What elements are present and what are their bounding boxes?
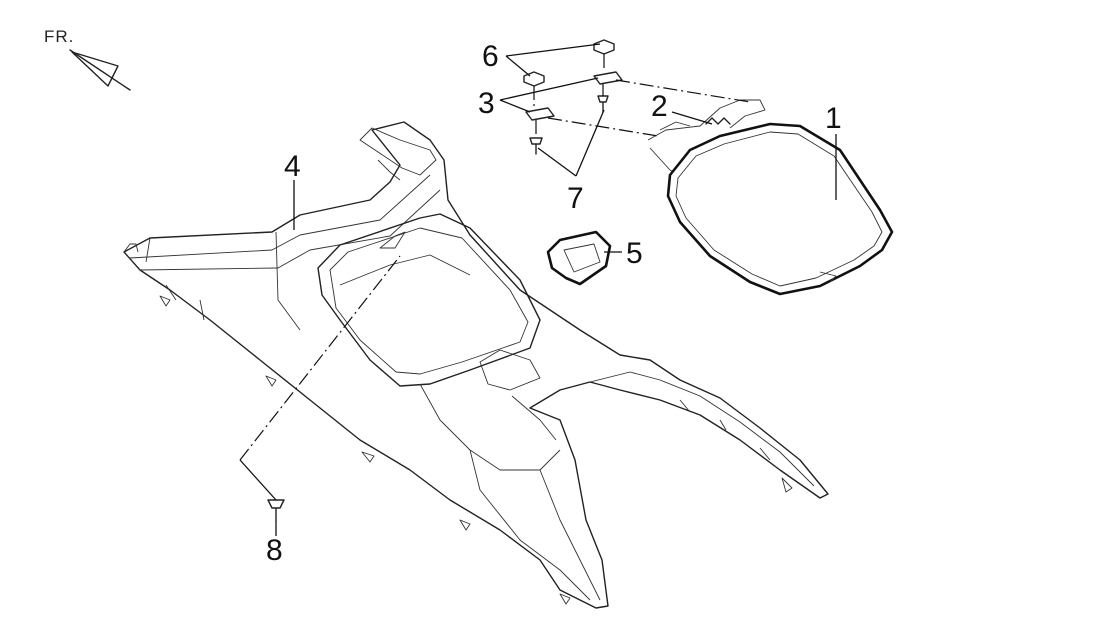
cover-right-arm-edge: [589, 371, 815, 487]
storage-opening-rim: [317, 213, 541, 387]
leader-3: [499, 77, 599, 113]
hook-face: [563, 243, 601, 273]
front-arrow-head: [71, 51, 119, 87]
lid-panel: [666, 122, 894, 296]
front-label: FR.: [44, 27, 74, 46]
callout-6: 6: [482, 40, 499, 73]
leader-lines: [275, 43, 837, 536]
cover-left-details: [145, 237, 205, 321]
front-arrow-shaft: [69, 49, 131, 91]
screw-part-8: [267, 499, 285, 521]
leader-7: [537, 109, 605, 177]
spring-seat: [659, 121, 691, 131]
storage-lid-part-1: [647, 99, 894, 296]
cover-fold-line: [511, 395, 557, 441]
cover-lower-recess: [479, 349, 541, 391]
cover-lower-contour: [469, 449, 591, 601]
fastener-washer-upper-part-3: [593, 71, 623, 85]
nut-lower-body: [523, 71, 545, 87]
screw-upper-body: [597, 95, 609, 113]
callout-8: 8: [266, 534, 283, 567]
washer-upper-body: [593, 71, 623, 85]
callout-1: 1: [825, 102, 842, 135]
fastener-nut-lower-part-6: [523, 71, 545, 87]
callout-4: 4: [284, 150, 301, 183]
cover-right-tab: [781, 477, 793, 493]
storage-opening-inner: [329, 227, 529, 375]
callout-5: 5: [626, 237, 643, 270]
screw-lower-body: [529, 137, 543, 155]
callout-numbers: 1 2 3 4 5 6 7 8: [266, 40, 842, 567]
screw-8-drop-line: [239, 459, 277, 501]
front-direction-indicator: FR.: [44, 27, 131, 91]
assembly-center-lines: [239, 54, 751, 501]
lid-panel-inner-edge: [675, 131, 883, 287]
storage-clip: [379, 231, 406, 249]
fastener-washer-lower-part-3: [525, 107, 555, 121]
cover-outline: [123, 121, 829, 609]
cover-tab-rib: [377, 159, 401, 181]
callout-2: 2: [651, 90, 668, 123]
cover-right-contour: [539, 469, 601, 601]
cover-upper-ridge-2: [139, 189, 441, 271]
cover-mounting-tabs: [159, 295, 571, 605]
bag-hook-part-5: [546, 230, 612, 286]
centerline-fastener-stacks: [533, 54, 605, 138]
callout-3: 3: [478, 87, 495, 120]
cover-upper-ridge: [129, 174, 431, 259]
storage-inner-lip: [339, 254, 471, 286]
leader-2: [671, 111, 713, 125]
cover-center-contour: [419, 383, 561, 471]
spring-part-2: [659, 117, 731, 131]
center-cover-part-4: [123, 121, 829, 609]
cover-left-knob: [123, 243, 139, 253]
washer-lower-body: [525, 107, 555, 121]
cover-right-arm-ribs: [679, 399, 771, 461]
cover-top-tab: [359, 127, 437, 176]
hook-body: [546, 230, 612, 286]
fastener-nut-upper-part-6: [593, 39, 615, 55]
callout-7: 7: [567, 182, 584, 215]
lid-latch-tab: [819, 271, 837, 283]
cover-left-crease: [275, 231, 301, 331]
fastener-screw-lower-part-7: [529, 137, 543, 155]
fastener-screw-upper-part-7: [597, 95, 609, 113]
leader-6: [505, 43, 601, 77]
centerline-screw-8: [239, 255, 401, 461]
spring-coil: [705, 117, 731, 125]
centerline-upper-washer: [615, 79, 751, 103]
nut-upper-body: [593, 39, 615, 55]
centerline-lower-washer: [547, 117, 659, 137]
screw-8-body: [267, 499, 285, 521]
